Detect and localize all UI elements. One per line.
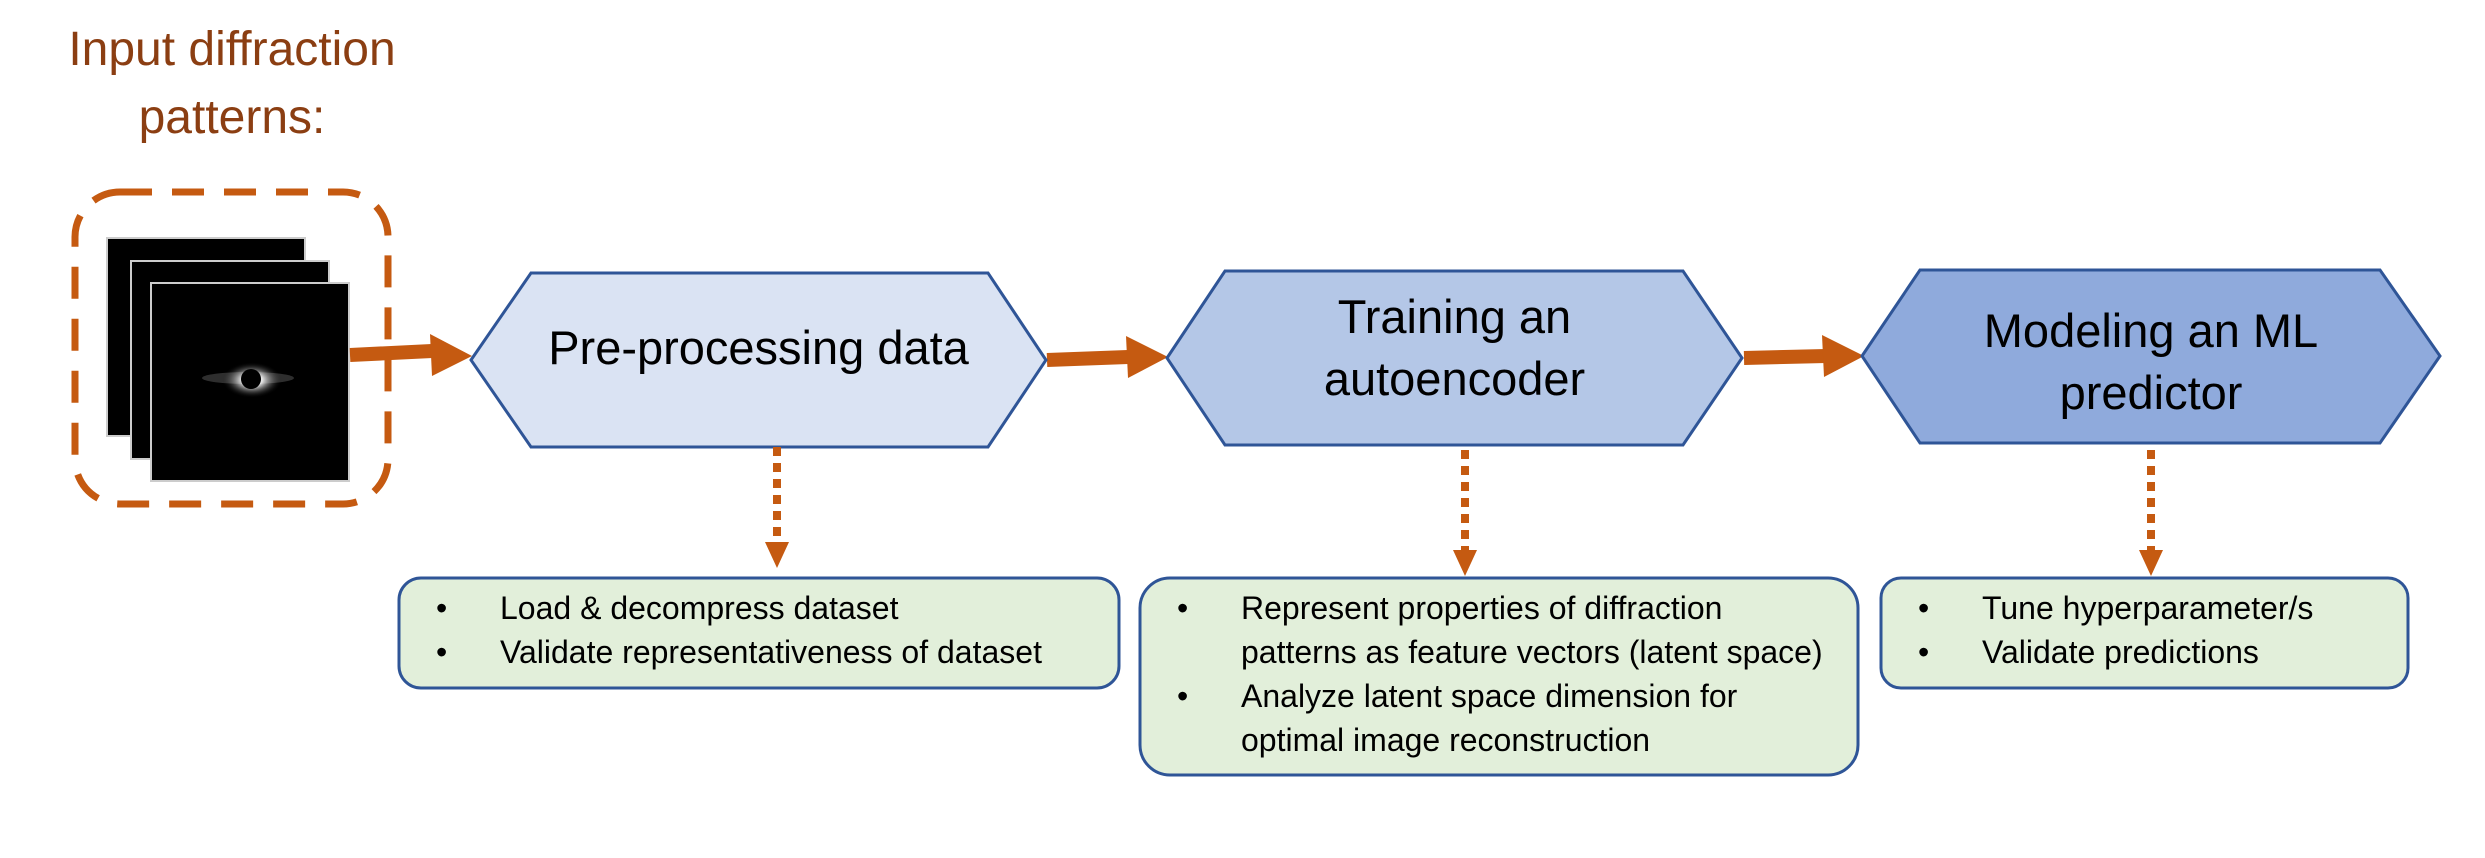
- note-item: Tune hyperparameter/s: [1882, 586, 2404, 630]
- note-item: Analyze latent space dimension for optim…: [1141, 674, 1856, 762]
- note-item: Represent properties of diffraction patt…: [1141, 586, 1856, 674]
- step-modeling-line-2: predictor: [2059, 366, 2243, 419]
- notes-preprocessing: Load & decompress dataset Validate repre…: [400, 586, 1115, 674]
- arrow-input-to-preprocessing: [349, 334, 472, 376]
- note-item: Load & decompress dataset: [400, 586, 1115, 630]
- flow-arrows: [349, 334, 1864, 378]
- notes-modeling: Tune hyperparameter/s Validate predictio…: [1882, 586, 2404, 674]
- note-text: Tune hyperparameter/s: [1982, 590, 2314, 626]
- step-modeling-line-1: Modeling an ML: [1983, 304, 2319, 357]
- diffraction-image-stack: [106, 237, 350, 482]
- note-text: Validate representativeness of dataset: [500, 634, 1042, 670]
- note-text: Represent properties of diffraction: [1241, 590, 1723, 626]
- step-preprocessing-line-1: Pre-processing data: [548, 321, 969, 374]
- step-hexagon-training: [1165, 269, 1744, 447]
- diffraction-beam-stop: [241, 369, 261, 389]
- arrow-training-to-modeling: [1743, 335, 1864, 377]
- step-training-line-2: autoencoder: [1323, 352, 1586, 405]
- note-text: patterns as feature vectors (latent spac…: [1241, 634, 1823, 670]
- detail-arrows: [765, 447, 2163, 576]
- step-hexagon-preprocessing: [469, 271, 1048, 449]
- arrow-preprocessing-to-notes: [765, 447, 789, 568]
- step-label-training: Training an autoencoder: [1167, 286, 1742, 410]
- note-text: Analyze latent space dimension for: [1241, 678, 1738, 714]
- arrow-training-to-notes: [1453, 450, 1477, 576]
- note-item: Validate predictions: [1882, 630, 2404, 674]
- input-title-line-2: patterns:: [138, 91, 326, 144]
- step-training-line-1: Training an: [1337, 290, 1572, 343]
- input-dashed-frame: [71, 188, 392, 508]
- step-label-preprocessing: Pre-processing data: [471, 317, 1046, 379]
- arrow-modeling-to-notes: [2139, 450, 2163, 576]
- arrow-preprocessing-to-training: [1046, 336, 1168, 378]
- note-text: Validate predictions: [1982, 634, 2259, 670]
- step-hexagon-modeling: [1860, 268, 2442, 445]
- input-title-line-1: Input diffraction: [68, 23, 396, 76]
- note-item: Validate representativeness of dataset: [400, 630, 1115, 674]
- notes-training: Represent properties of diffraction patt…: [1141, 586, 1856, 762]
- note-text: optimal image reconstruction: [1241, 722, 1651, 758]
- note-text: Load & decompress dataset: [500, 590, 899, 626]
- step-label-modeling: Modeling an ML predictor: [1862, 300, 2440, 424]
